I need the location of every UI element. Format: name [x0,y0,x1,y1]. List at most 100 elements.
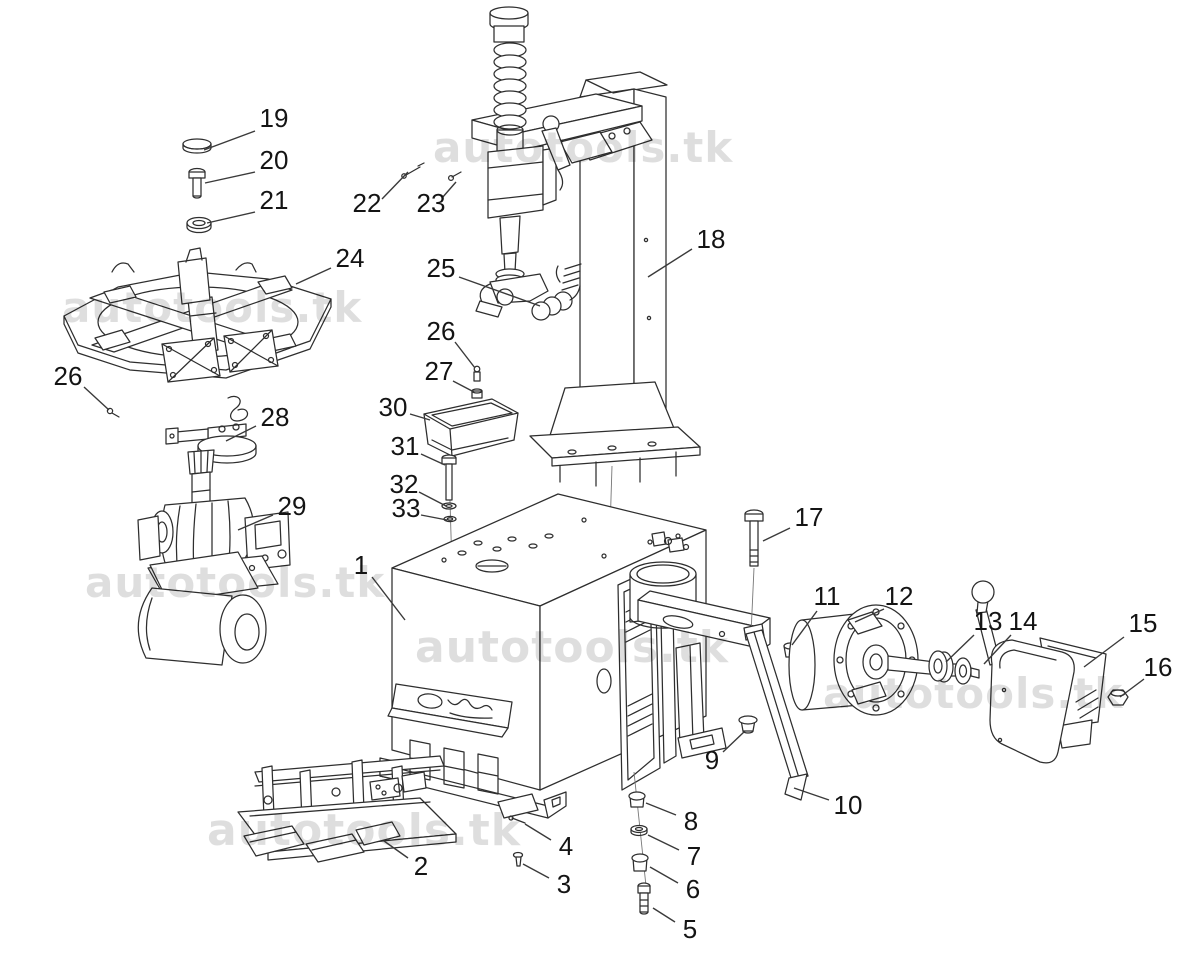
callout-leader-1 [371,576,406,621]
callout-label-23: 23 [417,188,446,218]
watermark-text-3: autotools.tk [85,558,385,607]
watermark-layer: autotools.tk autotools.tk autotools.tk auto… [62,123,1122,856]
callout-label-11: 11 [814,581,841,611]
callout-label-29: 29 [278,491,307,521]
watermark-text-4: autotools.tk [415,622,730,673]
screw-26-right [473,365,481,382]
callout-leader-11 [791,610,818,646]
callout-leader-26 [454,341,476,369]
callout-leader-9 [722,730,746,753]
callout-leader-31 [420,453,446,466]
callout-label-27: 27 [425,356,454,386]
callout-label-30: 30 [379,392,408,422]
washer-7 [630,824,648,837]
callout-leader-10 [793,787,830,801]
callout-label-3: 3 [557,869,571,899]
callout-label-4: 4 [559,831,573,861]
bolt-17 [744,509,764,635]
cap-nut-9 [738,715,758,734]
callout-leader-29 [237,514,274,531]
bead-breaker-arm [743,623,809,801]
callout-label-16: 16 [1144,652,1173,682]
watermark-text-5: autotools.tk [207,805,522,856]
callout-label-10: 10 [834,790,863,820]
callout-leader-17 [762,527,791,542]
parts-layer [63,6,1129,915]
callout-leader-4 [524,823,552,841]
callout-label-6: 6 [686,874,700,904]
callout-leader-15 [1083,636,1125,668]
cover-15 [989,637,1107,764]
callout-leader-23 [441,181,457,199]
callout-label-17: 17 [795,502,824,532]
callout-label-24: 24 [336,243,365,273]
callout-leader-21 [206,211,256,224]
callout-label-31: 31 [391,431,420,461]
callout-leader-16 [1119,678,1145,698]
callout-leader-33 [420,514,448,521]
screw-23 [447,171,462,182]
callout-label-12: 12 [885,581,914,611]
callout-label-9: 9 [705,745,719,775]
callout-leader-12 [854,608,885,623]
callout-leader-24 [295,267,332,285]
callout-leader-14 [983,634,1012,665]
callout-leader-27 [452,380,475,393]
callout-leader-19 [203,130,256,151]
callout-label-8: 8 [684,806,698,836]
cap-6 [631,853,649,872]
washer-21 [186,216,212,234]
callout-label-26: 26 [427,316,456,346]
watermark-text-2: autotools.tk [62,283,362,332]
watermark-text-1: autotools.tk [433,123,733,172]
callout-leader-22 [381,171,409,200]
clamping-table [63,247,332,383]
callout-label-13: 13 [974,606,1003,636]
callout-leader-26 [83,386,110,411]
cap-19 [182,138,212,154]
callout-label-15: 15 [1129,608,1158,638]
mount-shaft-assembly [475,6,571,318]
screw-27 [471,388,483,399]
callout-leader-3 [522,863,550,879]
coil-hose [531,263,582,321]
callout-label-32: 32 [390,469,419,499]
callout-label-2: 2 [414,851,428,881]
pin-4 [508,815,526,824]
callout-label-21: 21 [260,185,289,215]
nut-8 [628,791,646,808]
callout-leader-2 [383,840,409,859]
brand-logo-plate [387,683,513,738]
washers-13 [928,650,980,685]
callout-label-20: 20 [260,145,289,175]
callout-label-28: 28 [261,402,290,432]
callout-label-5: 5 [683,914,697,944]
callout-leader-25 [458,276,541,307]
screw-3 [512,851,524,867]
callout-leader-28 [225,425,257,442]
washer-32 [441,502,457,510]
callout-leader-18 [647,248,693,278]
callout-label-14: 14 [1009,606,1038,636]
callout-label-18: 18 [697,224,726,254]
tray-30 [423,398,519,457]
callout-leader-7 [647,834,680,851]
callout-leader-32 [418,491,447,507]
screw-26-left [106,407,120,418]
pin-22 [401,162,425,179]
callout-leader-8 [645,802,677,816]
pedal-assembly [237,755,457,863]
callout-label-26: 26 [54,361,83,391]
callout-label-1: 1 [354,550,368,580]
callout-label-25: 25 [427,253,456,283]
gearbox-motor [137,449,291,666]
callout-leader-30 [409,413,431,421]
callout-leader-13 [945,634,975,663]
bolt-20 [188,167,206,199]
callout-label-19: 19 [260,103,289,133]
callout-label-7: 7 [687,841,701,871]
washer-33 [443,515,457,523]
